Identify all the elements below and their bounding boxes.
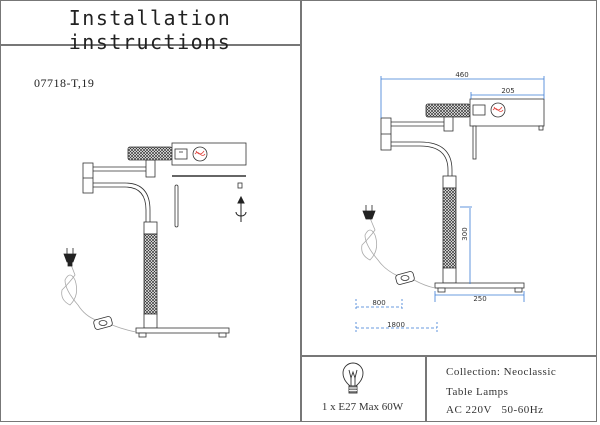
panel-divider	[300, 0, 302, 422]
info-divider	[300, 355, 597, 357]
dim-cord-to-switch: 800	[372, 299, 385, 307]
dim-base-width: 250	[473, 295, 486, 303]
dimension-lamp-drawing	[361, 98, 545, 293]
small-screw	[237, 182, 243, 189]
shade-bulb	[174, 146, 208, 162]
title-divider	[0, 44, 300, 46]
light-bulb-icon	[342, 362, 364, 394]
dim-shade-width: 205	[501, 87, 514, 95]
model-number: 07718-T,19	[34, 76, 95, 90]
loose-rod	[174, 184, 179, 228]
product-type: Table Lamps	[446, 386, 509, 398]
dim-cord-length: 1800	[387, 321, 405, 329]
inline-switch-icon	[93, 316, 113, 330]
page-title: Installation instructions	[68, 6, 232, 54]
arm-connector	[145, 159, 156, 178]
bulb-spec: 1 x E27 Max 60W	[321, 401, 404, 413]
dim-total-width: 460	[455, 71, 468, 79]
dimension-lines	[355, 76, 545, 332]
rotate-arrow-icon	[235, 195, 247, 222]
lamp-stem	[143, 233, 158, 315]
dim-height: 300	[461, 227, 469, 240]
info-column-divider	[425, 355, 427, 422]
plug-icon	[63, 248, 77, 267]
lamp-base	[135, 327, 230, 334]
assembly-lamp-drawing	[61, 142, 247, 338]
collection-label: Collection: Neoclassic	[446, 366, 557, 378]
power-spec: AC 220V 50-60Hz	[446, 404, 544, 416]
knurled-handle	[127, 146, 173, 161]
plug-icon-right	[362, 205, 376, 220]
lamp-shade	[171, 142, 247, 166]
